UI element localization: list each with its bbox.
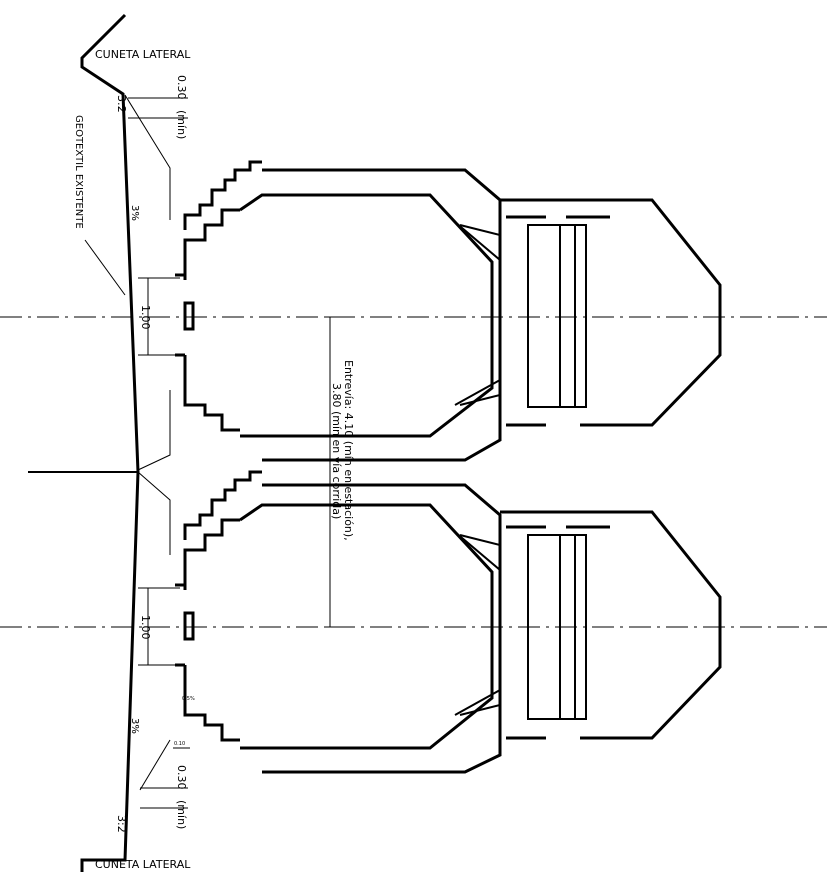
small-tag: 0.5% [182,696,195,702]
crossfall-bottom: 3% [129,718,140,734]
dim-100-bottom: 1.00 [139,615,152,640]
entrevia-line-2: 3.80 (mín en vía corrida) [330,383,343,519]
min-top: (mín) [175,110,188,139]
cuneta-lateral-bottom-label: CUNETA LATERAL [95,858,191,871]
embankment-profile [80,13,171,872]
dim-030-bottom: 0.30 [175,765,188,790]
geotextil-label: GEOTEXTIL EXISTENTE [73,115,84,229]
dimension-lines [128,97,335,809]
dim-100-top: 1.00 [139,305,152,330]
track-bed-top [138,160,262,432]
slope-ratio-bottom: 3:2 [115,815,128,833]
small-dim-010: 0.10 [174,741,185,747]
crossfall-top: 3% [129,205,140,221]
dim-030-top: 0.30 [175,75,188,100]
entrevia-line-1: Entrevía: 4.10 (mín en estación), [342,360,355,541]
slope-ratio-top: 3:2 [115,95,128,113]
track-bed-bottom [138,470,262,742]
train-car-bottom [239,483,722,774]
min-bottom: (mín) [175,800,188,829]
cuneta-lateral-top-label: CUNETA LATERAL [95,48,191,61]
train-car-top [239,168,722,462]
